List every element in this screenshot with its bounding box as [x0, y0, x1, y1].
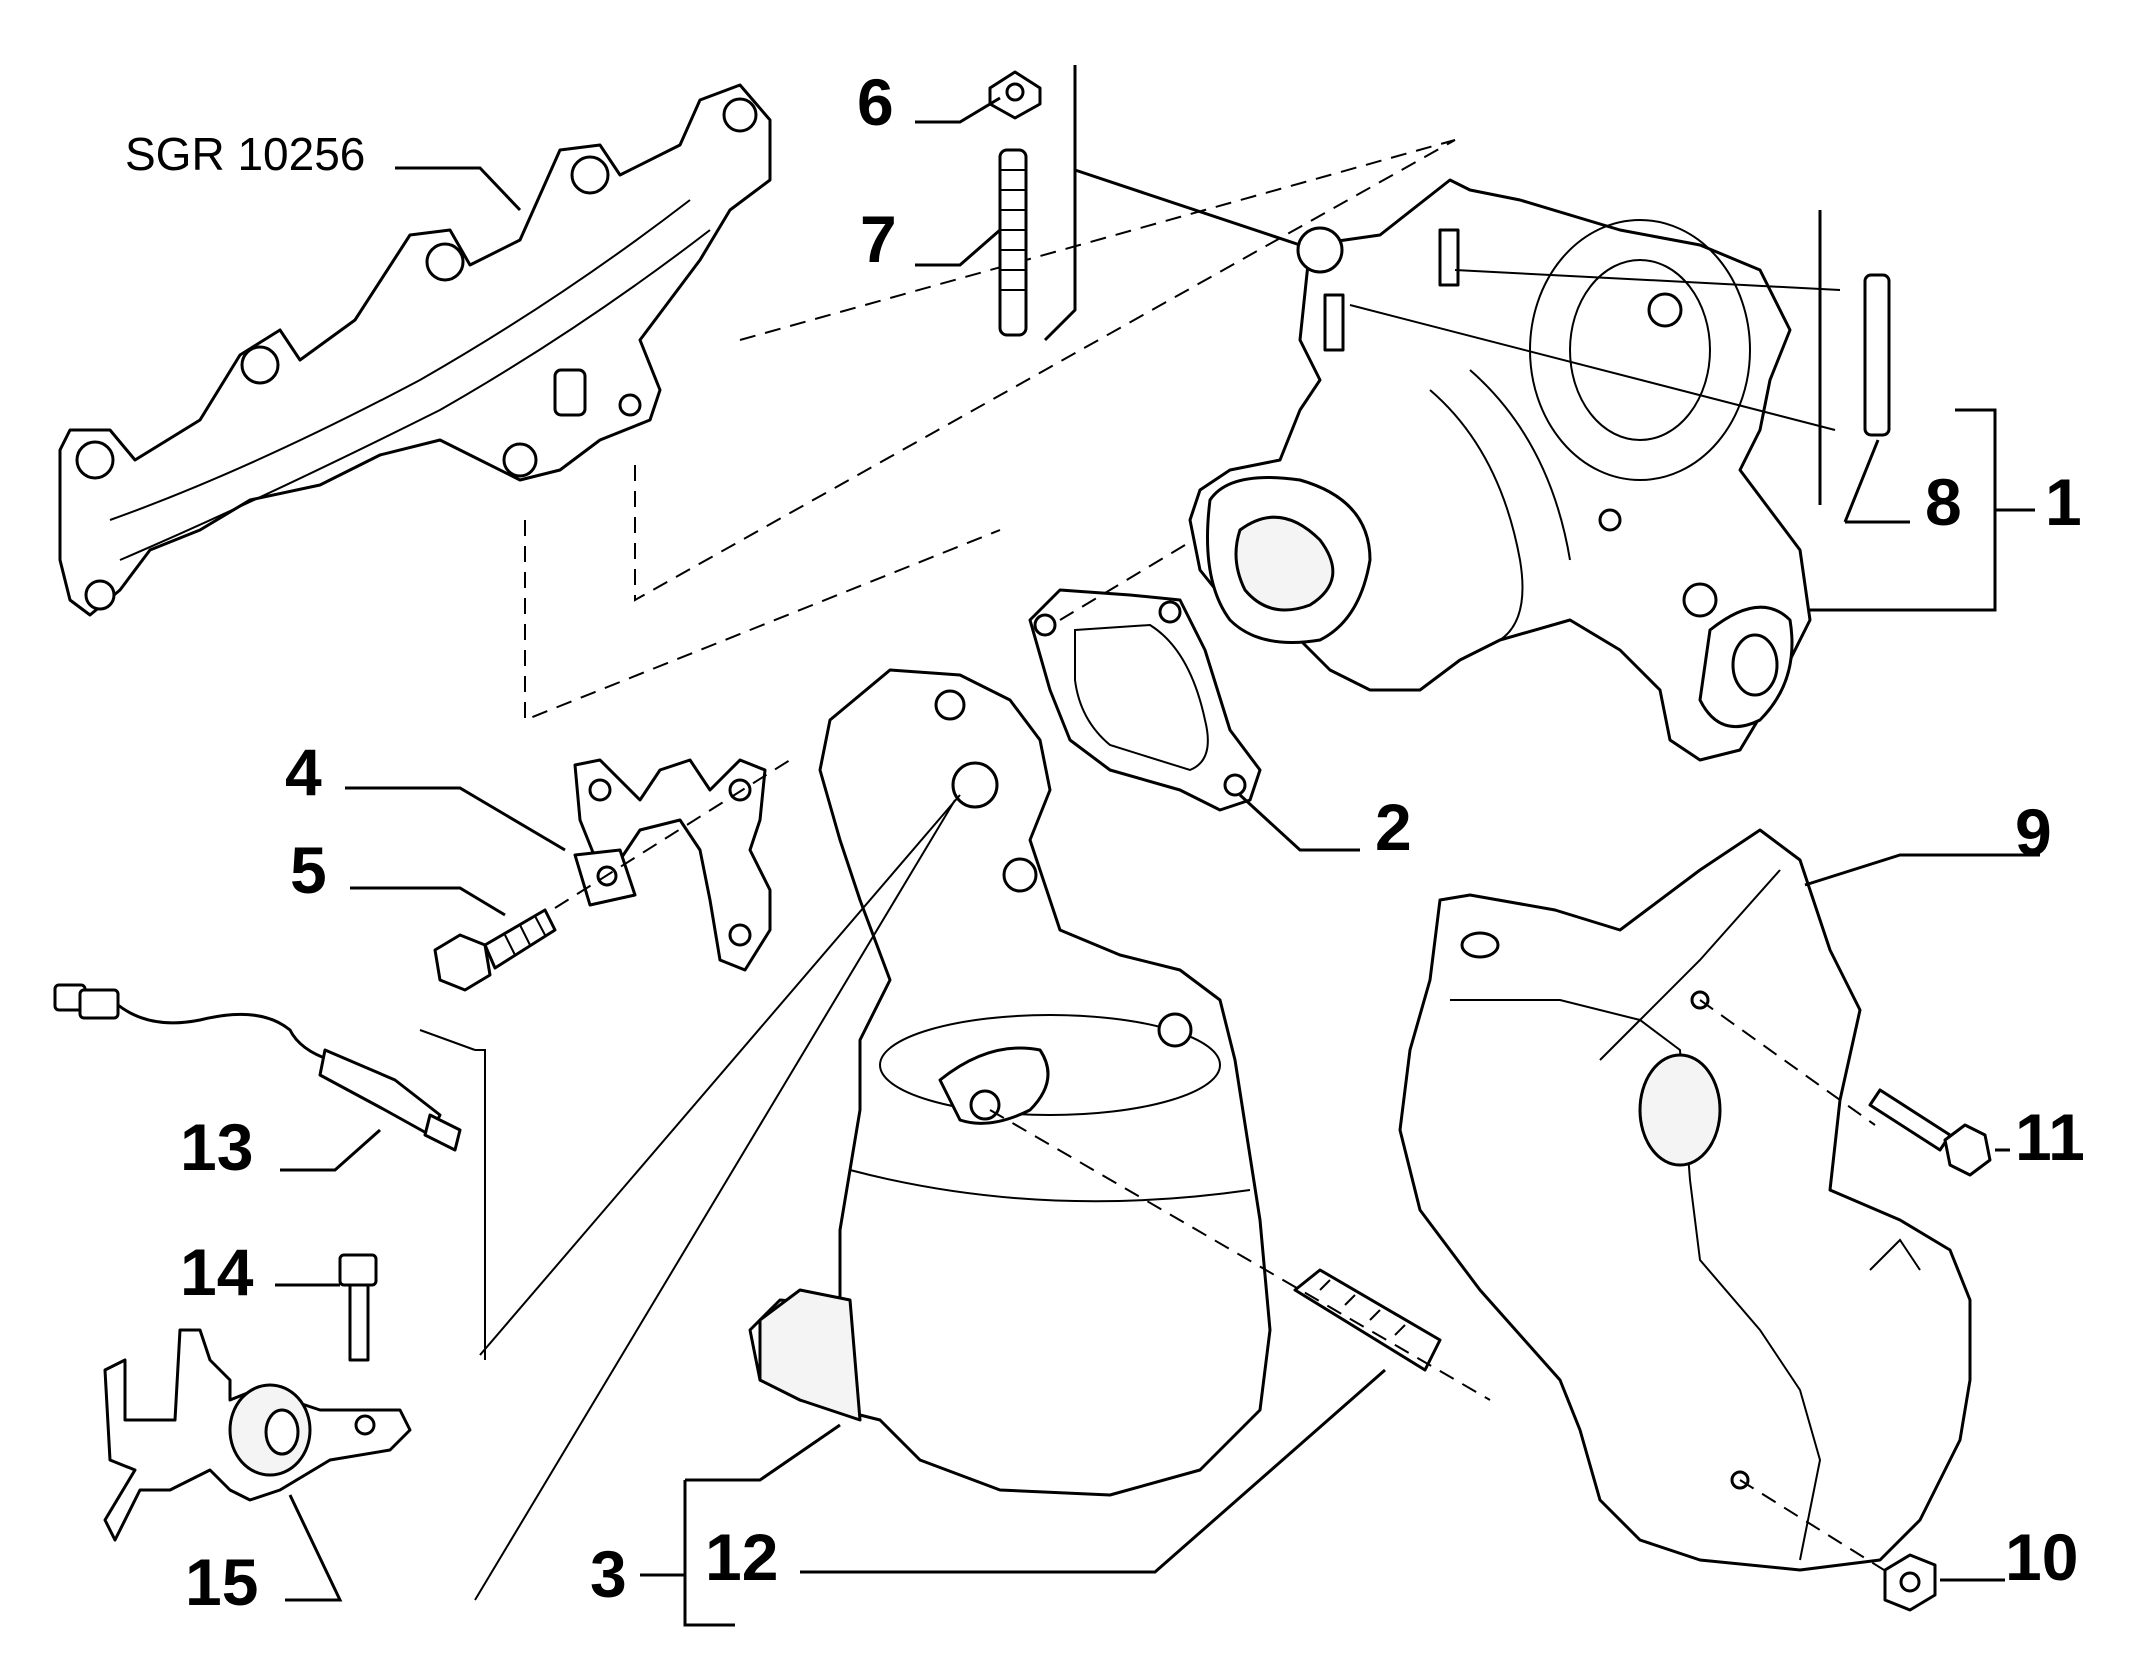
gasket-icon: [1028, 588, 1262, 812]
bolt-11-icon: [1868, 1088, 1992, 1177]
callout-7: 7: [860, 202, 897, 276]
callout-8: 8: [1925, 465, 1962, 539]
exhaust-manifold-icon: [58, 83, 772, 617]
sensor-bracket-icon: [103, 1328, 412, 1542]
callout-6: 6: [857, 65, 894, 139]
nut-6-icon: [988, 70, 1042, 120]
callout-5: 5: [290, 833, 327, 907]
callout-15: 15: [185, 1545, 258, 1619]
lambda-sensor-icon: [53, 983, 462, 1152]
callout-12: 12: [705, 1520, 778, 1594]
callout-14: 14: [180, 1235, 254, 1309]
callout-10: 10: [2005, 1520, 2078, 1594]
callout-3: 3: [590, 1537, 627, 1611]
catalytic-converter-icon: [748, 668, 1272, 1497]
callout-2: 2: [1375, 790, 1412, 864]
callout-9: 9: [2015, 795, 2052, 869]
callout-1: 1: [2045, 465, 2082, 539]
callout-13: 13: [180, 1110, 253, 1184]
callout-11: 11: [2015, 1100, 2085, 1174]
callout-4: 4: [285, 735, 322, 809]
nut-10-icon: [1883, 1553, 1937, 1612]
bolt-5-icon: [433, 908, 557, 992]
stud-12-icon: [1293, 1268, 1442, 1372]
heat-shield-icon: [1398, 828, 1972, 1572]
bolt-14-icon: [338, 1253, 378, 1362]
stud-8-icon: [1863, 273, 1891, 437]
turbocharger-icon: [1188, 178, 1812, 762]
drawing-reference: SGR 10256: [125, 128, 365, 180]
stud-7-icon: [998, 148, 1028, 337]
